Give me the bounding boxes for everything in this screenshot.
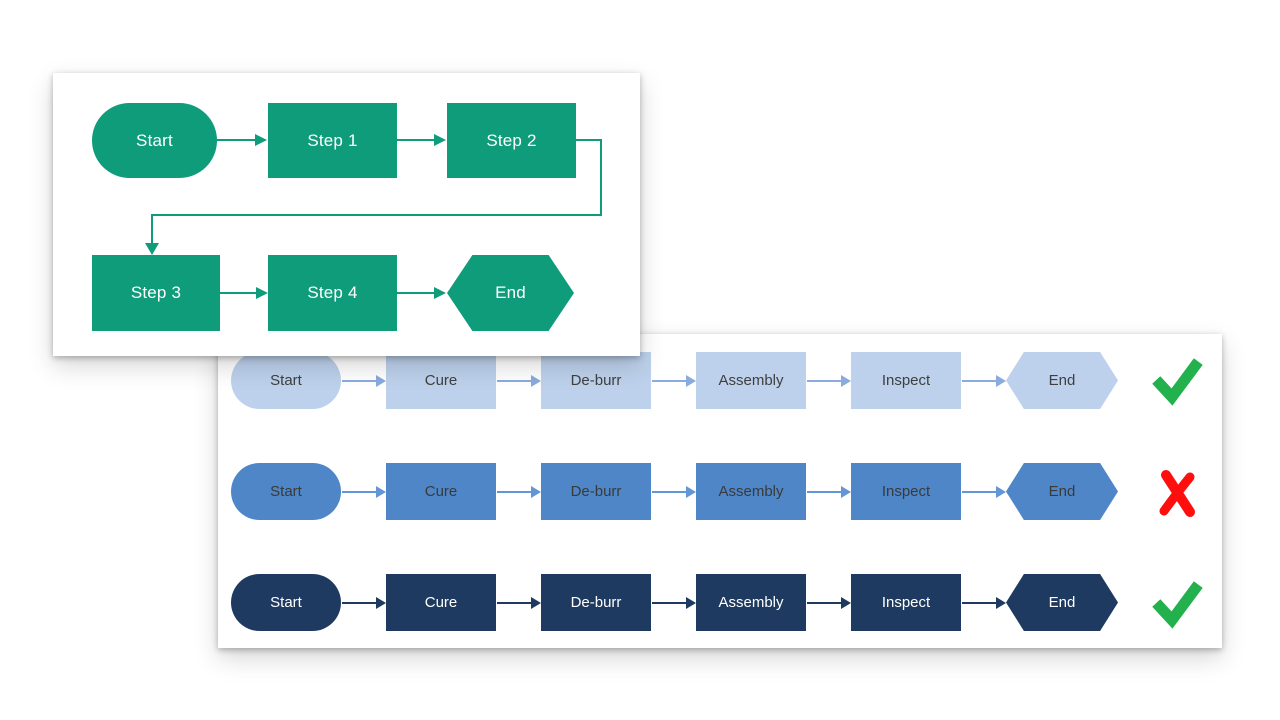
node-label: Step 3 (130, 283, 182, 302)
node-start: Start (231, 574, 341, 631)
node-cure: Cure (386, 352, 496, 409)
node-label: Assembly (718, 372, 784, 389)
node-label: Inspect (881, 372, 931, 389)
flow-row-light: Start Cure De-burr Assembly Inspect End (231, 352, 1118, 409)
node-label: End (1048, 594, 1076, 611)
node-cure: Cure (386, 574, 496, 631)
node-label: De-burr (570, 372, 622, 389)
flow-arrow (961, 352, 1006, 409)
node-de-burr: De-burr (541, 574, 651, 631)
node-start: Start (231, 463, 341, 520)
flow-arrow (651, 352, 696, 409)
node-label: De-burr (570, 594, 622, 611)
arrowhead (434, 287, 446, 299)
node-end: End (447, 255, 574, 331)
flow-arrow (806, 352, 851, 409)
node-start: Start (231, 352, 341, 409)
node-label: Assembly (718, 594, 784, 611)
flow-row-medium: Start Cure De-burr Assembly Inspect End (231, 463, 1118, 520)
flow-row-dark: Start Cure De-burr Assembly Inspect End (231, 574, 1118, 631)
flow-arrow (806, 463, 851, 520)
node-step-4: Step 4 (268, 255, 397, 331)
node-label: Step 4 (307, 283, 358, 302)
node-inspect: Inspect (851, 352, 961, 409)
check-icon (1152, 358, 1203, 406)
node-end: End (1006, 463, 1118, 520)
node-end: End (1006, 574, 1118, 631)
flow-arrow (961, 574, 1006, 631)
check-icon (1152, 581, 1203, 629)
flow-arrow (651, 574, 696, 631)
node-label: Start (136, 130, 173, 150)
node-label: End (495, 283, 526, 302)
flow-arrow (496, 463, 541, 520)
node-label: Inspect (881, 483, 931, 500)
node-end: End (1006, 352, 1118, 409)
flow-arrow (341, 463, 386, 520)
node-assembly: Assembly (696, 574, 806, 631)
process-comparison-panel: Start Cure De-burr Assembly Inspect End (218, 334, 1222, 648)
arrowhead (255, 134, 267, 146)
node-label: Start (270, 594, 302, 611)
node-label: End (1048, 483, 1076, 500)
node-label: De-burr (570, 483, 622, 500)
node-start: Start (92, 103, 217, 178)
node-label: Cure (424, 372, 458, 389)
arrowhead (434, 134, 446, 146)
node-inspect: Inspect (851, 574, 961, 631)
node-inspect: Inspect (851, 463, 961, 520)
node-assembly: Assembly (696, 352, 806, 409)
node-label: Start (270, 372, 302, 389)
flow-arrow (341, 574, 386, 631)
node-label: End (1048, 372, 1076, 389)
node-label: Cure (424, 594, 458, 611)
flow-arrow (651, 463, 696, 520)
node-label: Step 2 (486, 130, 537, 150)
x-icon (1159, 470, 1195, 517)
flow-arrow (961, 463, 1006, 520)
node-step-3: Step 3 (92, 255, 220, 331)
node-de-burr: De-burr (541, 463, 651, 520)
node-de-burr: De-burr (541, 352, 651, 409)
node-label: Assembly (718, 483, 784, 500)
node-assembly: Assembly (696, 463, 806, 520)
arrowhead (256, 287, 268, 299)
arrowhead-down (145, 243, 159, 255)
node-label: Cure (424, 483, 458, 500)
flow-arrow (806, 574, 851, 631)
node-label: Inspect (881, 594, 931, 611)
flow-arrow (341, 352, 386, 409)
node-cure: Cure (386, 463, 496, 520)
flow-arrow (496, 574, 541, 631)
node-label: Start (270, 483, 302, 500)
green-flowchart-panel: Start Step 1 Step 2 Step 3 Step 4 End (53, 73, 640, 356)
node-step-1: Step 1 (268, 103, 397, 178)
flow-arrow (496, 352, 541, 409)
node-step-2: Step 2 (447, 103, 576, 178)
node-label: Step 1 (307, 130, 358, 150)
